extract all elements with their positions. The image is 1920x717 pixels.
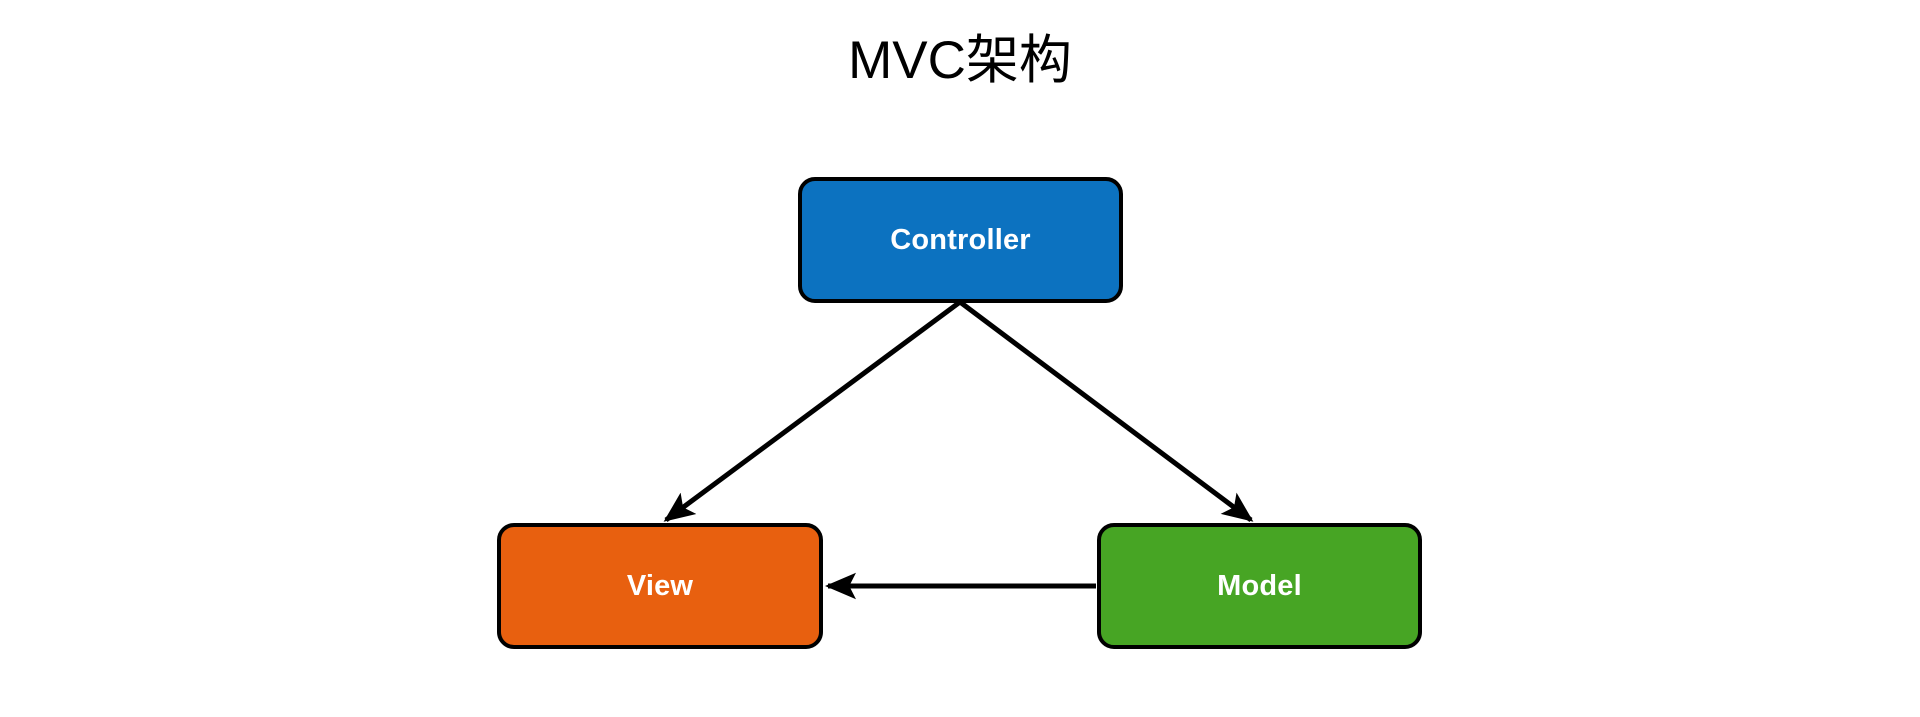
edge-controller-to-model (958, 299, 1254, 523)
edge-controller-to-view (663, 299, 962, 523)
node-controller[interactable]: Controller (798, 177, 1123, 303)
node-model-label: Model (1217, 569, 1302, 602)
node-view[interactable]: View (497, 523, 823, 649)
node-model[interactable]: Model (1097, 523, 1422, 649)
node-controller-label: Controller (890, 223, 1031, 256)
node-view-label: View (626, 569, 694, 602)
page-title: MVC架构 (848, 31, 1072, 90)
